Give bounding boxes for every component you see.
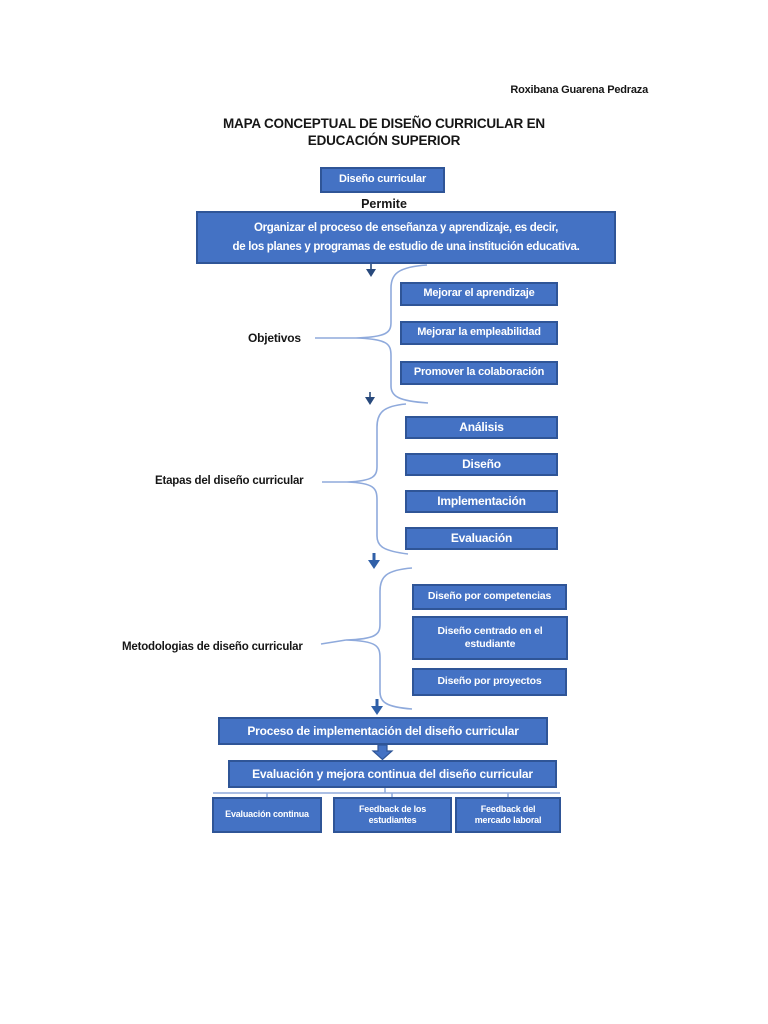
group-label-metodologias: Metodologias de diseño curricular [122,641,303,653]
node-implementacion: Implementación [405,490,558,513]
down-arrow-icon [371,699,383,715]
title-line-1: MAPA CONCEPTUAL DE DISEÑO CURRICULAR EN [223,116,545,131]
node-mejorar-empleabilidad: Mejorar la empleabilidad [400,321,558,345]
node-evaluacion-continua: Evaluación continua [212,797,322,833]
node-analisis: Análisis [405,416,558,439]
link-label-permite: Permite [361,197,407,211]
node-definition: Organizar el proceso de enseñanza y apre… [196,211,616,264]
node-diseno-centrado-estudiante: Diseño centrado en el estudiante [412,616,568,660]
block-down-arrow-icon [371,744,394,761]
node-feedback-estudiantes: Feedback de los estudiantes [333,797,452,833]
title-line-2: EDUCACIÓN SUPERIOR [307,133,461,148]
down-arrow-icon [368,553,380,569]
node-diseno: Diseño [405,453,558,476]
node-feedback-mercado: Feedback del mercado laboral [455,797,561,833]
node-mejorar-aprendizaje: Mejorar el aprendizaje [400,282,558,306]
node-evaluacion-mejora: Evaluación y mejora continua del diseño … [228,760,557,788]
definition-line-1: Organizar el proceso de enseñanza y apre… [253,221,559,234]
group-label-objetivos: Objetivos [248,331,301,345]
down-arrow-icon [365,392,375,405]
definition-line-2: de los planes y programas de estudio de … [232,240,580,253]
brace-metodologias [345,567,413,710]
node-proceso-implementacion: Proceso de implementación del diseño cur… [218,717,548,745]
brace-etapas [346,403,409,555]
node-promover-colaboracion: Promover la colaboración [400,361,558,385]
node-evaluacion: Evaluación [405,527,558,550]
group-label-etapas: Etapas del diseño curricular [155,475,304,487]
node-diseno-competencias: Diseño por competencias [412,584,567,610]
author-name: Roxibana Guarena Pedraza [510,84,648,96]
node-diseno-proyectos: Diseño por proyectos [412,668,567,696]
label-connector-metodologias [320,639,347,645]
down-arrow-icon [366,264,376,277]
node-diseno-curricular: Diseño curricular [320,167,445,193]
page-title: MAPA CONCEPTUAL DE DISEÑO CURRICULAR EN … [0,115,768,149]
